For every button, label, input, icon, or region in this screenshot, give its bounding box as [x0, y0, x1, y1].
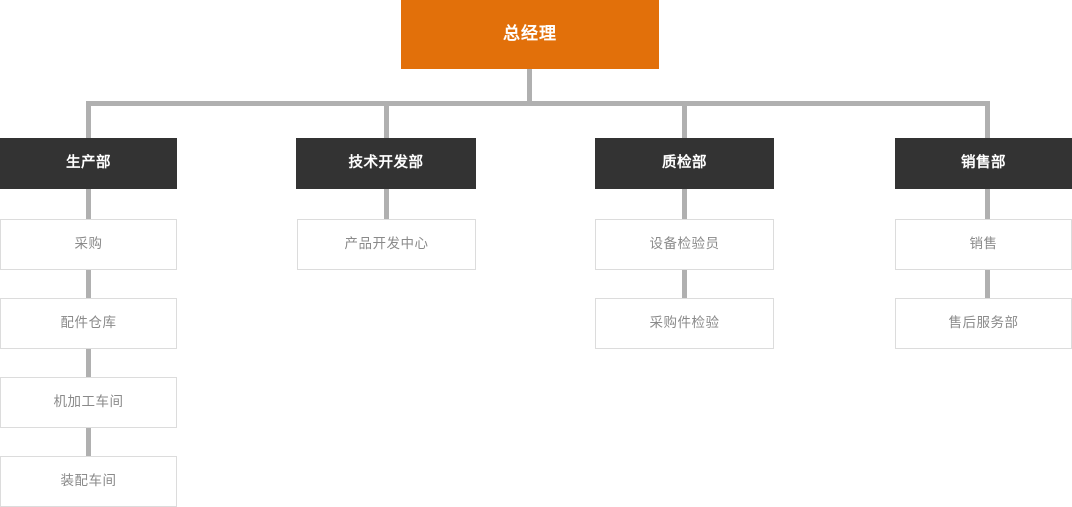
org-node-dept-1-child-3[interactable]: 机加工车间: [0, 377, 177, 428]
org-node-dept-3-child-1[interactable]: 设备检验员: [595, 219, 774, 270]
connector-horizontal-bus: [86, 101, 990, 106]
org-node-dept-1-child-4[interactable]: 装配车间: [0, 456, 177, 507]
org-node-dept-3-child-2[interactable]: 采购件检验: [595, 298, 774, 349]
connector-drop-dept-2: [384, 101, 389, 139]
org-node-dept-4-child-2[interactable]: 售后服务部: [895, 298, 1072, 349]
org-node-dept-1[interactable]: 生产部: [0, 138, 177, 189]
connector-root-stem: [527, 69, 532, 102]
org-node-root[interactable]: 总经理: [401, 0, 659, 69]
org-node-dept-3[interactable]: 质检部: [595, 138, 774, 189]
org-node-dept-1-child-1[interactable]: 采购: [0, 219, 177, 270]
connector-drop-dept-1: [86, 101, 91, 139]
connector-dept-4-to-child-1: [985, 189, 990, 219]
org-node-dept-2[interactable]: 技术开发部: [296, 138, 476, 189]
connector-dept-3-to-child-2: [682, 270, 687, 298]
connector-dept-1-to-child-2: [86, 270, 91, 298]
connector-dept-4-to-child-2: [985, 270, 990, 298]
org-node-dept-1-child-2[interactable]: 配件仓库: [0, 298, 177, 349]
org-node-dept-2-child-1[interactable]: 产品开发中心: [297, 219, 476, 270]
connector-dept-3-to-child-1: [682, 189, 687, 219]
org-node-dept-4-child-1[interactable]: 销售: [895, 219, 1072, 270]
connector-drop-dept-3: [682, 101, 687, 139]
connector-dept-1-to-child-3: [86, 349, 91, 377]
connector-dept-2-to-child-1: [384, 189, 389, 219]
connector-dept-1-to-child-4: [86, 428, 91, 456]
connector-drop-dept-4: [985, 101, 990, 139]
connector-dept-1-to-child-1: [86, 189, 91, 219]
org-node-dept-4[interactable]: 销售部: [895, 138, 1072, 189]
